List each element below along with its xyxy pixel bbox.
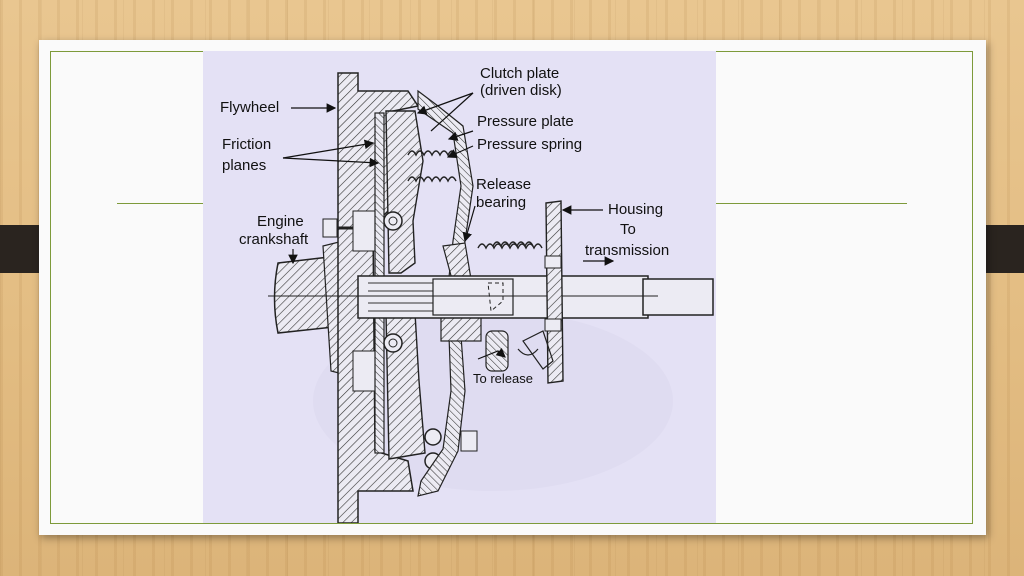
- label-to: To: [620, 221, 636, 238]
- clutch-drawing: [268, 72, 714, 523]
- label-crankshaft: crankshaft: [239, 231, 309, 248]
- label-engine: Engine: [257, 213, 304, 230]
- divider-left: [117, 203, 203, 204]
- divider-right: [715, 203, 907, 204]
- label-housing: Housing: [608, 201, 664, 218]
- label-planes: planes: [222, 157, 267, 174]
- label-friction: Friction: [222, 136, 272, 153]
- label-to-release: To release: [473, 371, 533, 386]
- clutch-diagram: Clutch plate (driven disk) Flywheel Pres…: [203, 51, 716, 523]
- label-flywheel: Flywheel: [220, 99, 280, 116]
- label-pressure-spring: Pressure spring: [477, 136, 583, 153]
- pressure-plate-shape: [385, 110, 424, 274]
- label-clutch-plate: Clutch plate: [480, 65, 560, 82]
- label-driven-disk: (driven disk): [480, 82, 562, 99]
- label-transmission: transmission: [585, 242, 670, 259]
- label-bearing: bearing: [476, 194, 527, 211]
- label-release: Release: [476, 176, 532, 193]
- housing-shape: [545, 200, 564, 384]
- label-pressure-plate: Pressure plate: [477, 113, 574, 130]
